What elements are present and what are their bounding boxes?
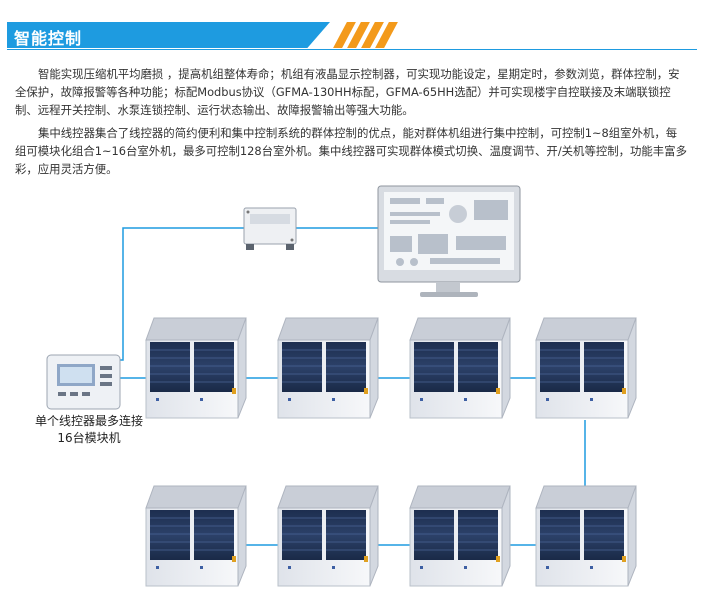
paragraph-intelligence: 智能实现压缩机平均磨损 ，提高机组整体寿命；机组有液晶显示控制器，可实现功能设定… [15,67,680,117]
outdoor-unit-icon [145,317,247,419]
header-divider [7,49,697,50]
title-bar [7,22,330,48]
outdoor-unit-icon [409,317,511,419]
outdoor-unit-icon [277,485,379,587]
section-title: 智能控制 [14,29,83,48]
section-header: 智能控制 [0,17,701,53]
outdoor-unit-icon [535,485,637,587]
outdoor-unit-icon [535,317,637,419]
modbus-gateway-icon [243,207,297,250]
outdoor-unit-icon [277,317,379,419]
controller-caption: 单个线控器最多连接16台模块机 [34,414,143,445]
outdoor-unit-icon [145,485,247,587]
decorative-stripes [333,22,398,48]
monitor-icon [377,185,521,297]
paragraph-central-controller: 集中线控器集合了线控器的简约便利和集中控制系统的群体控制的优点，能对群体机组进行… [15,126,687,176]
outdoor-unit-icon [409,485,511,587]
wired-controller-icon [46,354,121,410]
